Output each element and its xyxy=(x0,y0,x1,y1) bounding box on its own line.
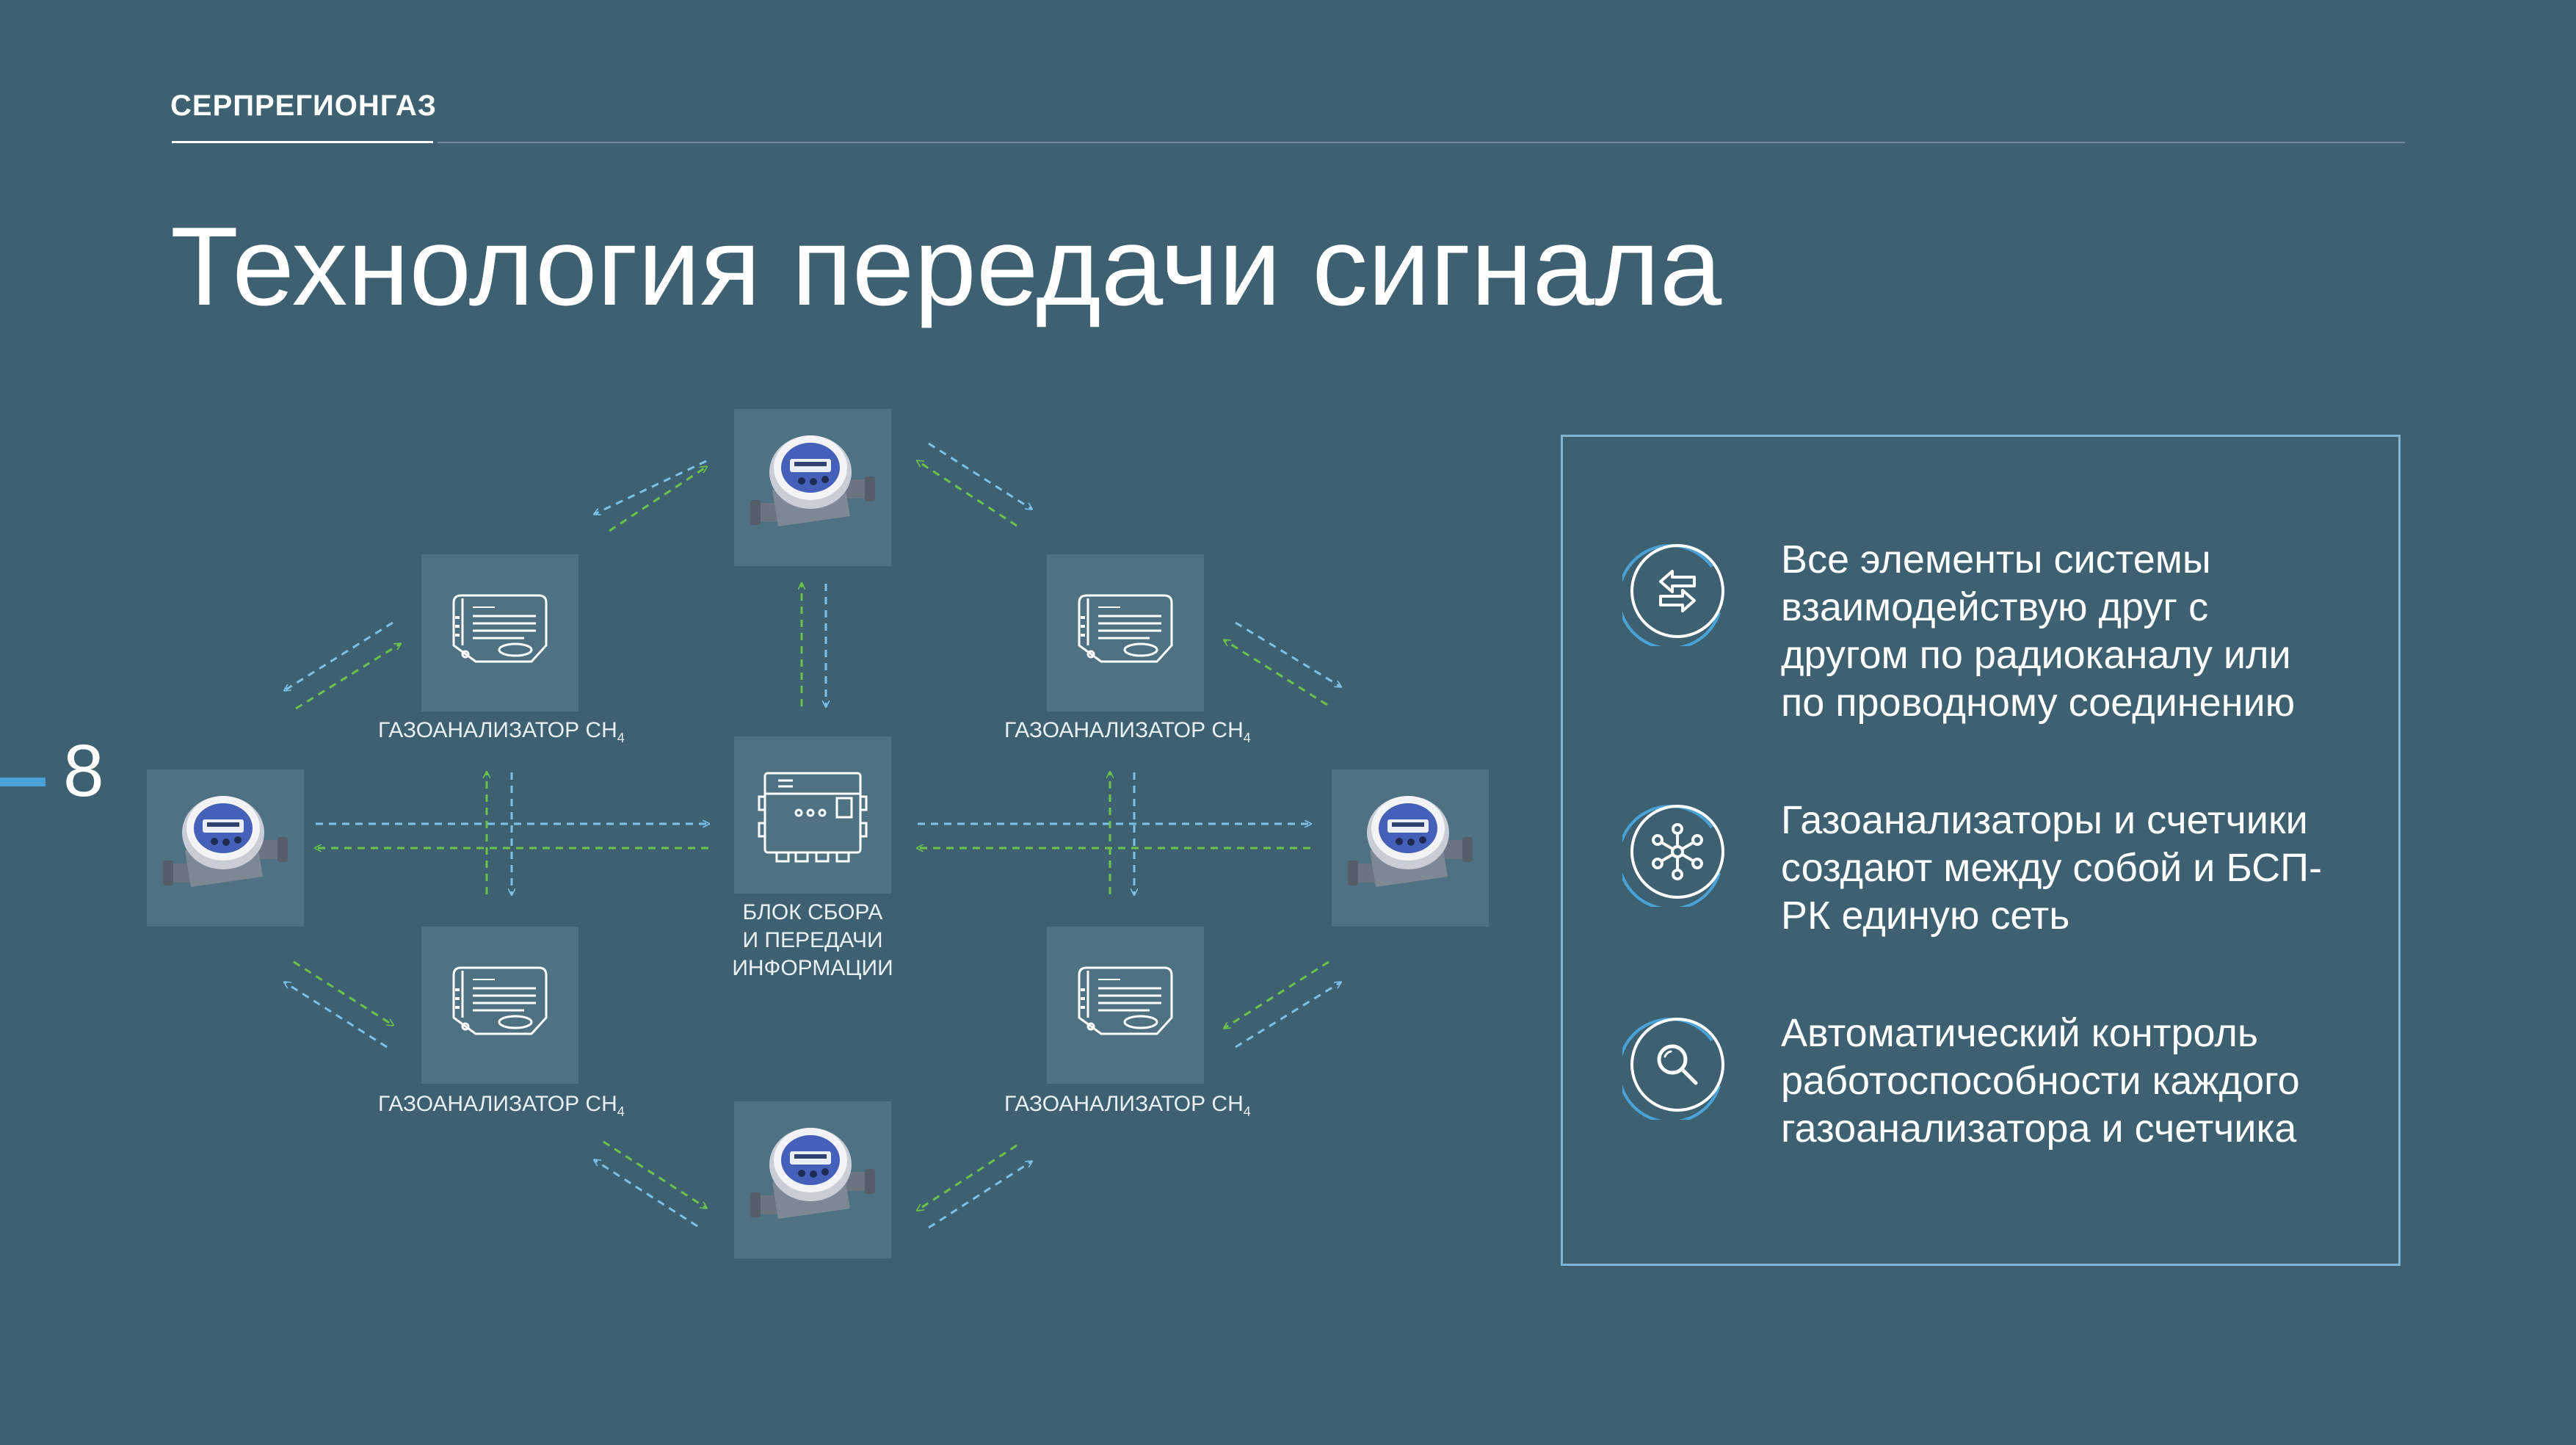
info-panel xyxy=(1561,435,2401,1266)
page-number-marker xyxy=(0,778,46,786)
data-hub xyxy=(734,736,891,894)
page-number: 8 xyxy=(63,730,104,812)
gas-analyzer-upper-left xyxy=(421,554,578,711)
gas-analyzer-icon xyxy=(452,966,548,1035)
analyzer-caption-lower-left: ГАЗОАНАЛИЗАТОР СН4 xyxy=(378,1092,625,1119)
gas-analyzer-icon xyxy=(1078,594,1173,663)
gas-analyzer-icon xyxy=(452,594,548,663)
feature-text: Все элементы системы взаимодействую друг… xyxy=(1781,537,2296,725)
gas-analyzer-lower-left xyxy=(421,927,578,1084)
analyzer-caption-lower-right: ГАЗОАНАЛИЗАТОР СН4 xyxy=(1004,1092,1251,1119)
gas-meter-icon xyxy=(163,796,288,887)
brand-name: СЕРПРЕГИОНГАЗ xyxy=(170,90,437,122)
analyzer-caption-upper-left: ГАЗОАНАЛИЗАТОР СН4 xyxy=(378,718,625,745)
diagram-arrows xyxy=(0,442,1542,1229)
gas-meter-icon xyxy=(1348,796,1473,887)
data-hub-icon xyxy=(758,772,868,863)
analyzer-caption-upper-right: ГАЗОАНАЛИЗАТОР СН4 xyxy=(1004,718,1251,745)
gas-meter-icon xyxy=(750,435,875,526)
brand-underline xyxy=(172,141,433,143)
gas-analyzer-upper-right xyxy=(1047,554,1204,711)
gas-analyzer-icon xyxy=(1078,966,1173,1035)
feature-text: Газоанализаторы и счетчики создают между… xyxy=(1781,798,2322,938)
page-title: Технология передачи сигнала xyxy=(170,204,1722,329)
gas-meter-bottom xyxy=(734,1101,891,1259)
gas-meter-right xyxy=(1332,769,1489,927)
hub-caption: БЛОК СБОРА И ПЕРЕДАЧИ ИНФОРМАЦИИ xyxy=(732,900,893,980)
feature-text: Автоматический контроль работоспособност… xyxy=(1781,1011,2300,1151)
gas-meter-icon xyxy=(750,1128,875,1219)
header-rule xyxy=(438,142,2405,143)
magnifier-icon xyxy=(1622,1018,1724,1120)
gas-meter-top xyxy=(734,409,891,566)
gas-meter-left xyxy=(147,769,304,927)
gas-analyzer-lower-right xyxy=(1047,927,1204,1084)
exchange-arrows-icon xyxy=(1622,544,1724,646)
network-nodes-icon xyxy=(1622,805,1724,907)
